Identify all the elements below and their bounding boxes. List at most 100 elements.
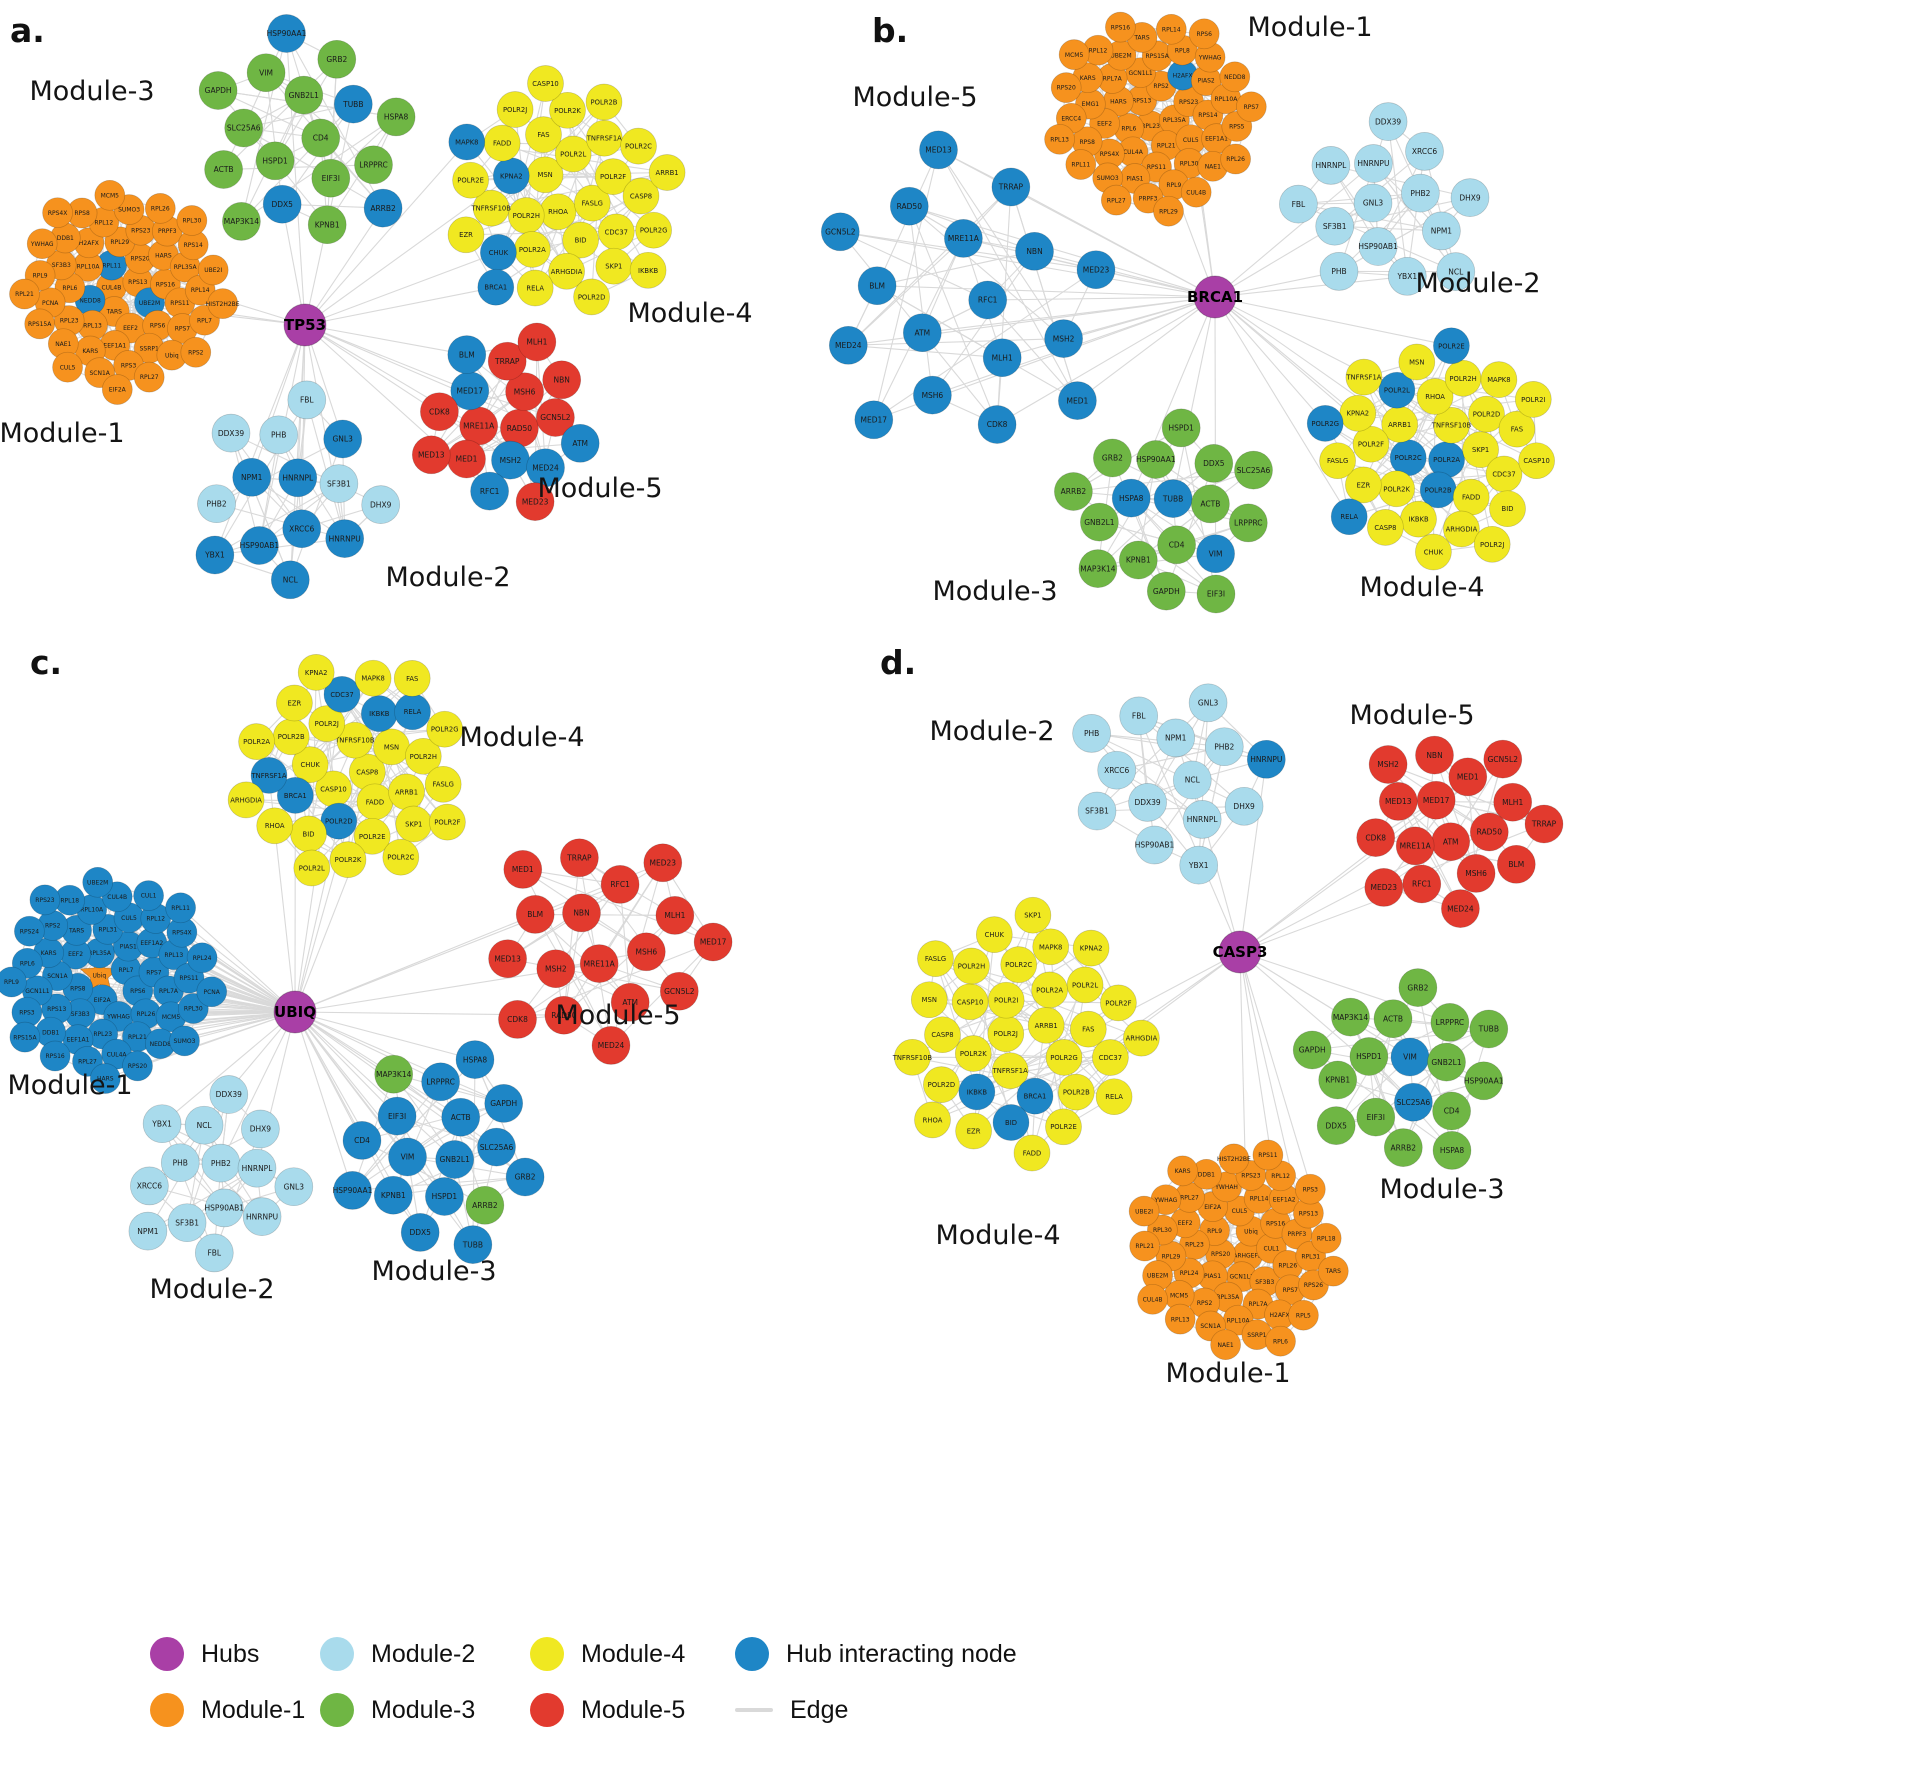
node-label-LRPPRC: LRPPRC: [359, 161, 388, 170]
node-label-TUBB: TUBB: [1162, 494, 1183, 503]
node-label-RPL23: RPL23: [60, 318, 79, 325]
node-DHX9: [361, 485, 401, 524]
edge: [908, 205, 1064, 340]
node-FASLG: [917, 940, 954, 977]
node-RPL9: [0, 966, 27, 998]
node-label-POLR2G: POLR2G: [1050, 1054, 1078, 1062]
node-SF3B1: [319, 464, 359, 503]
node-label-RPS16: RPS16: [156, 281, 175, 288]
node-label-FAS: FAS: [1082, 1026, 1094, 1034]
node-label-TRRAP: TRRAP: [998, 183, 1024, 192]
node-label-POLR2L: POLR2L: [560, 151, 586, 159]
node-label-Ubiq: Ubiq: [1244, 1228, 1258, 1235]
node-label-RPS6: RPS6: [130, 988, 146, 995]
node-label-MSN: MSN: [922, 996, 937, 1004]
node-label-MED24: MED24: [835, 341, 862, 350]
node-label-RFC1: RFC1: [1412, 880, 1432, 889]
node-label-SLC25A6: SLC25A6: [480, 1143, 514, 1152]
node-RPS2: [180, 336, 212, 368]
node-label-POLR2C: POLR2C: [1395, 454, 1422, 462]
node-RPL6: [1265, 1325, 1296, 1357]
node-MED23: [643, 843, 683, 883]
node-label-H2AFX: H2AFX: [1270, 1312, 1290, 1319]
node-NBN: [542, 360, 582, 400]
node-label-MCM5: MCM5: [101, 192, 120, 199]
edge: [392, 1081, 442, 1196]
edge: [214, 538, 345, 556]
node-label-HSPA8: HSPA8: [463, 1055, 488, 1064]
module-label: Module-5: [537, 473, 662, 504]
node-MSH6: [626, 932, 666, 972]
hub-edge: [294, 1011, 476, 1061]
node-label-EIF2A: EIF2A: [94, 997, 112, 1004]
module-label: Module-5: [1349, 700, 1474, 731]
node-RPL24: [186, 942, 218, 974]
node-POLR2L: [1378, 371, 1416, 409]
node-NCL: [1436, 252, 1476, 291]
hub-edge: [1239, 951, 1411, 1058]
node-label-KARS: KARS: [1175, 1168, 1191, 1175]
hub-edge: [1239, 759, 1267, 953]
node-label-CHUK: CHUK: [1424, 548, 1444, 556]
node-BLM: [447, 335, 487, 374]
node-TNFRSF1A: [585, 119, 623, 157]
node-label-MAP3K14: MAP3K14: [1333, 1013, 1369, 1022]
node-MSN: [1398, 343, 1436, 381]
node-label-KPNA2: KPNA2: [500, 172, 523, 180]
node-label-RPL8: RPL8: [1175, 47, 1190, 54]
node-KPNB1: [1118, 540, 1158, 580]
node-label-Ubiq: Ubiq: [92, 972, 106, 979]
node-label-TRRAP: TRRAP: [1531, 820, 1557, 829]
node-label-RPS20: RPS20: [1211, 1251, 1230, 1258]
node-label-NPM1: NPM1: [137, 1227, 159, 1236]
node-label-EIF3I: EIF3I: [1207, 590, 1225, 599]
node-label-RPS20: RPS20: [128, 1063, 147, 1070]
legend-item-module-1: Module-1: [150, 1692, 320, 1728]
node-POLR2G: [635, 211, 672, 249]
node-label-CUL5: CUL5: [60, 364, 76, 371]
node-label-RPL26: RPL26: [137, 1011, 156, 1018]
node-label-MLH1: MLH1: [1502, 798, 1523, 807]
hub-edge: [294, 1011, 354, 1191]
edge: [1406, 151, 1426, 277]
node-label-RHOA: RHOA: [1425, 393, 1445, 401]
node-POLR2K: [549, 91, 586, 129]
node-GAPDH: [484, 1084, 524, 1123]
node-label-FADD: FADD: [493, 140, 511, 148]
node-RAD50: [544, 995, 584, 1035]
node-label-EEF2: EEF2: [1178, 1220, 1193, 1227]
node-label-ACTB: ACTB: [1200, 500, 1220, 509]
node-label-CDK8: CDK8: [1365, 833, 1386, 842]
legend-column-2: Module-2 Module-3: [320, 1636, 530, 1728]
hub-edge: [304, 141, 468, 326]
hub-interacting-node-swatch: [735, 1637, 769, 1671]
node-label-RPS15A: RPS15A: [13, 1034, 37, 1041]
edge: [507, 883, 621, 960]
node-label-TNFRSF1A: TNFRSF1A: [250, 772, 286, 780]
node-POLR2A: [238, 723, 275, 760]
node-label-MED23: MED23: [1083, 265, 1110, 274]
node-label-POLR2C: POLR2C: [387, 854, 414, 862]
node-RFC1: [968, 280, 1008, 320]
node-label-MAP3K14: MAP3K14: [376, 1070, 412, 1079]
node-SLC25A6: [1234, 450, 1273, 490]
node-NPM1: [1422, 211, 1461, 251]
node-label-RPL27: RPL27: [1180, 1195, 1199, 1202]
node-label-MSN: MSN: [384, 743, 399, 751]
node-NEDD8: [1219, 61, 1251, 93]
node-MED24: [591, 1026, 631, 1065]
node-label-DHX9: DHX9: [370, 500, 392, 509]
node-label-CASP8: CASP8: [931, 1031, 953, 1039]
node-label-RPL11: RPL11: [171, 905, 190, 912]
node-label-GCN1L1: GCN1L1: [1128, 70, 1152, 77]
hub-label: UBIQ: [274, 1003, 316, 1021]
node-label-SSRP1: SSRP1: [1247, 1332, 1266, 1339]
node-label-SCN1A: SCN1A: [1200, 1323, 1221, 1330]
node-BRCA1: [1016, 1077, 1054, 1115]
node-RPS20: [1050, 72, 1082, 103]
node-label-RPL35A: RPL35A: [1216, 1294, 1240, 1301]
node-BLM: [1496, 844, 1536, 884]
panel-a: CD4HSPD1GNB2L1EIF3ISLC25A6TUBBDDX5VIMLRP…: [0, 11, 753, 600]
node-label-TNFRSF10B: TNFRSF10B: [1431, 422, 1472, 430]
edge: [213, 1128, 261, 1254]
